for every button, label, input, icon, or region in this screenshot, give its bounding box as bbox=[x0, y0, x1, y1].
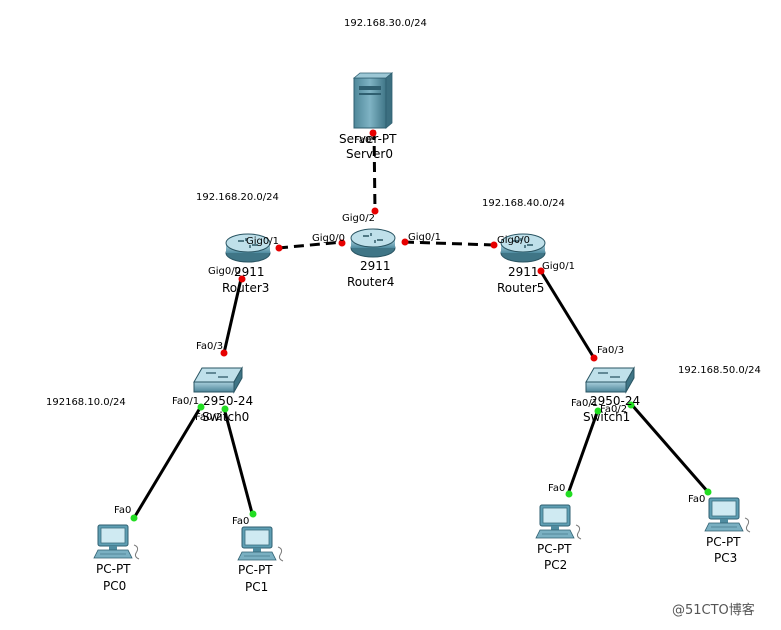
port-label-sw0-fa03: Fa0/3 bbox=[196, 341, 223, 352]
port-dot-r5-gig01 bbox=[537, 267, 545, 275]
port-label-r4-gig01: Gig0/1 bbox=[408, 232, 441, 243]
switch0-name-label: Switch0 bbox=[202, 410, 249, 424]
network-label-20: 192.168.20.0/24 bbox=[196, 192, 279, 203]
port-dot-r4-gig00 bbox=[338, 239, 346, 247]
pc3-icon[interactable] bbox=[704, 497, 751, 533]
links-layer bbox=[132, 129, 710, 519]
server0-model-label: Server-PT bbox=[339, 132, 397, 146]
switch1-icon[interactable] bbox=[585, 366, 635, 394]
switch1-name-label: Switch1 bbox=[583, 410, 630, 424]
link-switch1-pc2 bbox=[566, 409, 600, 495]
port-dot-server-fa0 bbox=[369, 129, 377, 137]
pc2-name-label: PC2 bbox=[544, 558, 567, 572]
port-dot-pc2-fa0 bbox=[565, 490, 573, 498]
link-switch0-pc0 bbox=[132, 407, 202, 519]
port-label-r4-gig00: Gig0/0 bbox=[312, 233, 345, 244]
network-label-10: 192168.10.0/24 bbox=[46, 397, 126, 408]
port-label-pc0-fa0: Fa0 bbox=[114, 505, 131, 516]
pc0-icon[interactable] bbox=[93, 524, 140, 560]
port-dot-pc1-fa0 bbox=[249, 510, 257, 518]
link-switch0-pc1 bbox=[222, 407, 254, 514]
port-label-sw1-fa02: Fa0/2 bbox=[600, 404, 627, 415]
port-label-pc1-fa0: Fa0 bbox=[232, 516, 249, 527]
port-label-r3-gig00: Gig0/0 bbox=[208, 266, 241, 277]
router5-name-label: Router5 bbox=[497, 281, 544, 295]
port-dot-r4-gig01 bbox=[401, 238, 409, 246]
port-dot-sw0-fa02 bbox=[221, 405, 229, 413]
switch1-model-label: 2950-24 bbox=[590, 394, 640, 408]
port-label-r5-gig01: Gig0/1 bbox=[542, 261, 575, 272]
port-label-server-fa0: Fa0 bbox=[354, 135, 371, 146]
link-router5-switch1 bbox=[538, 269, 596, 359]
port-label-r4-gig02: Gig0/2 bbox=[342, 213, 375, 224]
pc1-icon[interactable] bbox=[237, 526, 284, 562]
network-label-40: 192.168.40.0/24 bbox=[482, 198, 565, 209]
switch0-icon[interactable] bbox=[193, 366, 243, 394]
router4-name-label: Router4 bbox=[347, 275, 394, 289]
server0-icon[interactable] bbox=[352, 72, 394, 129]
link-server0-router4 bbox=[372, 129, 377, 213]
port-dot-sw1-fa01 bbox=[594, 407, 602, 415]
port-dot-sw0-fa03 bbox=[220, 349, 228, 357]
pc2-icon[interactable] bbox=[535, 504, 582, 540]
port-label-sw0-fa02: Fa0/2 bbox=[195, 412, 222, 423]
link-router3-router4 bbox=[277, 240, 344, 250]
pc0-name-label: PC0 bbox=[103, 579, 126, 593]
router3-icon[interactable] bbox=[225, 233, 271, 263]
port-dot-sw1-fa03 bbox=[590, 354, 598, 362]
port-label-pc2-fa0: Fa0 bbox=[548, 483, 565, 494]
port-dot-r4-gig02 bbox=[371, 207, 379, 215]
router4-model-label: 2911 bbox=[360, 259, 391, 273]
router5-model-label: 2911 bbox=[508, 265, 539, 279]
router3-model-label: 2911 bbox=[234, 265, 265, 279]
router5-icon[interactable] bbox=[500, 233, 546, 263]
router4-icon[interactable] bbox=[350, 228, 396, 258]
port-dot-r5-gig00 bbox=[490, 241, 498, 249]
port-dot-r3-gig00 bbox=[238, 275, 246, 283]
pc2-model-label: PC-PT bbox=[537, 542, 572, 556]
port-dot-pc0-fa0 bbox=[130, 514, 138, 522]
port-status-dots bbox=[130, 129, 712, 522]
router3-name-label: Router3 bbox=[222, 281, 269, 295]
port-label-sw1-fa03: Fa0/3 bbox=[597, 345, 624, 356]
switch0-model-label: 2950-24 bbox=[203, 394, 253, 408]
port-dot-sw0-fa01 bbox=[197, 403, 205, 411]
pc0-model-label: PC-PT bbox=[96, 562, 131, 576]
network-label-50: 192.168.50.0/24 bbox=[678, 365, 761, 376]
port-dot-sw1-fa02 bbox=[627, 401, 635, 409]
pc1-name-label: PC1 bbox=[245, 580, 268, 594]
link-router3-switch0 bbox=[222, 278, 243, 354]
port-label-pc3-fa0: Fa0 bbox=[688, 494, 705, 505]
port-label-sw1-fa01: Fa0/1 bbox=[571, 398, 598, 409]
port-dot-pc3-fa0 bbox=[704, 488, 712, 496]
link-switch1-pc3 bbox=[630, 404, 710, 493]
pc3-name-label: PC3 bbox=[714, 551, 737, 565]
port-dot-r3-gig01 bbox=[275, 244, 283, 252]
watermark: @51CTO博客 bbox=[672, 602, 755, 618]
port-label-sw0-fa01: Fa0/1 bbox=[172, 396, 199, 407]
port-label-r5-gig00: Gig0/0 bbox=[497, 235, 530, 246]
port-label-r3-gig01: Gig0/1 bbox=[246, 236, 279, 247]
pc1-model-label: PC-PT bbox=[238, 563, 273, 577]
server0-name-label: Server0 bbox=[346, 147, 393, 161]
network-label-30: 192.168.30.0/24 bbox=[344, 18, 427, 29]
pc3-model-label: PC-PT bbox=[706, 535, 741, 549]
